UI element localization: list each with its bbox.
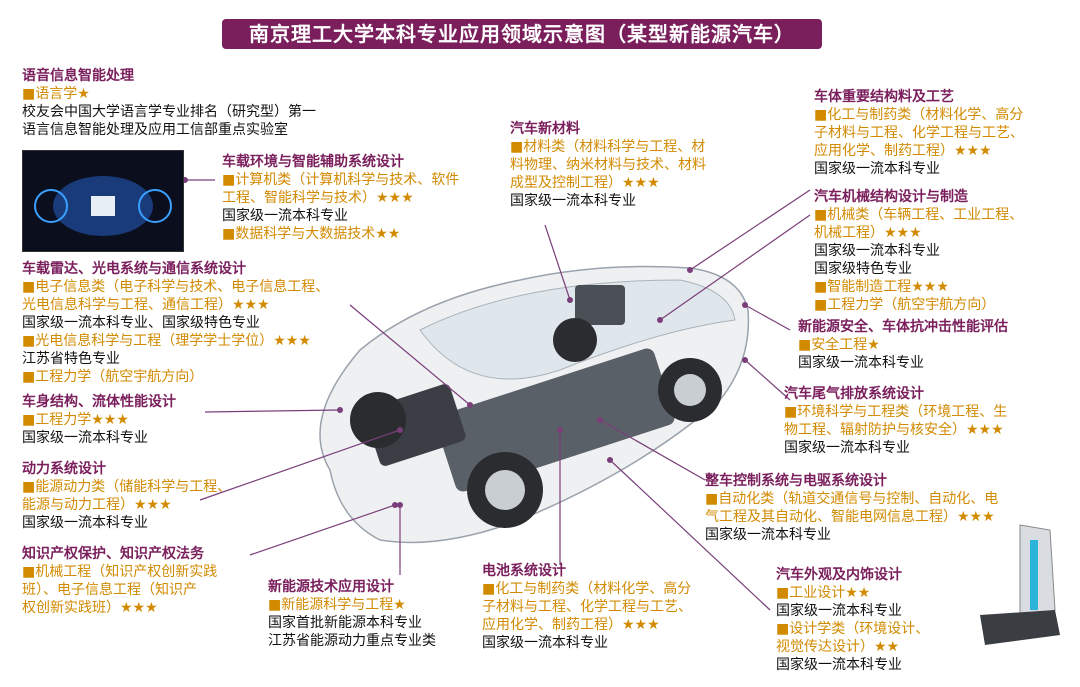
interior-note-1: 国家级一流本科专业 <box>776 603 902 619</box>
interior-major-2: ■设计学类（环境设计、 <box>776 621 930 637</box>
block-mech: 汽车机械结构设计与制造 ■机械类（车辆工程、工业工程、 机械工程）★★★ 国家级… <box>814 188 1064 314</box>
dashboard-image <box>22 150 184 252</box>
power-major-1: ■能源动力类（储能科学与工程、 <box>22 479 232 495</box>
cockpit-heading: 车载环境与智能辅助系统设计 <box>222 154 404 170</box>
interior-major-3: 视觉传达设计）★★ <box>776 639 900 655</box>
mech-note-1: 国家级一流本科专业 <box>814 243 940 259</box>
block-struct-mat: 车体重要结构料及工艺 ■化工与制药类（材料化学、高分 子材料与工程、化学工程与工… <box>814 88 1064 178</box>
nev-heading: 新能源技术应用设计 <box>268 579 394 595</box>
mech-major-3: ■智能制造工程★★★ <box>814 279 949 295</box>
safety-major: ■安全工程★ <box>798 337 880 353</box>
materials-heading: 汽车新材料 <box>510 121 580 137</box>
block-ip: 知识产权保护、知识产权法务 ■机械工程（知识产权创新实践 班）、电子信息工程（知… <box>22 545 262 617</box>
safety-note: 国家级一流本科专业 <box>798 355 924 371</box>
block-materials: 汽车新材料 ■材料类（材料科学与工程、材 料物理、纳米材料与技术、材料 成型及控… <box>510 120 750 210</box>
control-major-2: 气工程及其自动化、智能电网信息工程）★★★ <box>705 509 995 525</box>
interior-note-2: 国家级一流本科专业 <box>776 657 902 673</box>
radar-note-1: 国家级一流本科专业、国家级特色专业 <box>22 315 260 331</box>
exhaust-heading: 汽车尾气排放系统设计 <box>784 386 924 402</box>
ip-major-1: ■机械工程（知识产权创新实践 <box>22 564 218 580</box>
speech-heading: 语音信息智能处理 <box>22 68 134 84</box>
block-body-flow: 车身结构、流体性能设计 ■工程力学★★★ 国家级一流本科专业 <box>22 393 242 447</box>
cockpit-note: 国家级一流本科专业 <box>222 208 348 224</box>
power-major-2: 能源与动力工程）★★★ <box>22 497 172 513</box>
nev-major: ■新能源科学与工程★ <box>268 597 406 613</box>
battery-heading: 电池系统设计 <box>482 563 566 579</box>
speech-major: ■语言学★ <box>22 86 90 102</box>
materials-major-3: 成型及控制工程）★★★ <box>510 175 660 191</box>
materials-major-1: ■材料类（材料科学与工程、材 <box>510 139 706 155</box>
interior-major-1: ■工业设计★★ <box>776 585 871 601</box>
car-illustration <box>319 265 750 544</box>
body-flow-major: ■工程力学★★★ <box>22 412 129 428</box>
block-safety: 新能源安全、车体抗冲击性能评估 ■安全工程★ 国家级一流本科专业 <box>798 318 1068 372</box>
battery-note: 国家级一流本科专业 <box>482 635 608 651</box>
block-radar: 车载雷达、光电系统与通信系统设计 ■电子信息类（电子科学与技术、电子信息工程、 … <box>22 260 382 386</box>
cockpit-major-3: ■数据科学与大数据技术★★ <box>222 226 401 242</box>
power-heading: 动力系统设计 <box>22 461 106 477</box>
struct-mat-major-1: ■化工与制药类（材料化学、高分 <box>814 107 1024 123</box>
speech-note-2: 语言信息智能处理及应用工信部重点实验室 <box>22 122 288 138</box>
exhaust-note: 国家级一流本科专业 <box>784 440 910 456</box>
power-note: 国家级一流本科专业 <box>22 515 148 531</box>
nev-note-2: 江苏省能源动力重点专业类 <box>268 633 436 649</box>
battery-major-2: 子材料与工程、化学工程与工艺、 <box>482 599 692 615</box>
control-major-1: ■自动化类（轨道交通信号与控制、自动化、电 <box>705 491 999 507</box>
block-interior: 汽车外观及内饰设计 ■工业设计★★ 国家级一流本科专业 ■设计学类（环境设计、 … <box>776 566 956 674</box>
safety-heading: 新能源安全、车体抗冲击性能评估 <box>798 319 1008 335</box>
ip-major-3: 权创新实践班）★★★ <box>22 600 158 616</box>
exhaust-major-2: 物工程、辐射防护与核安全）★★★ <box>784 422 1004 438</box>
block-nev: 新能源技术应用设计 ■新能源科学与工程★ 国家首批新能源本科专业 江苏省能源动力… <box>268 578 488 650</box>
struct-mat-heading: 车体重要结构料及工艺 <box>814 89 954 105</box>
battery-major-3: 应用化学、制药工程）★★★ <box>482 617 660 633</box>
struct-mat-note: 国家级一流本科专业 <box>814 161 940 177</box>
exhaust-major-1: ■环境科学与工程类（环境工程、生 <box>784 404 1008 420</box>
mech-major-2: 机械工程）★★★ <box>814 225 922 241</box>
radar-note-2: 江苏省特色专业 <box>22 351 120 367</box>
body-flow-heading: 车身结构、流体性能设计 <box>22 394 176 410</box>
radar-major-4: ■工程力学（航空宇航方向） <box>22 369 204 385</box>
materials-note: 国家级一流本科专业 <box>510 193 636 209</box>
mech-major-1: ■机械类（车辆工程、工业工程、 <box>814 207 1024 223</box>
ip-heading: 知识产权保护、知识产权法务 <box>22 546 204 562</box>
body-flow-note: 国家级一流本科专业 <box>22 430 148 446</box>
mech-major-4: ■工程力学（航空宇航方向） <box>814 297 996 313</box>
radar-major-1: ■电子信息类（电子科学与技术、电子信息工程、 <box>22 279 330 295</box>
cockpit-major-1: ■计算机类（计算机科学与技术、软件 <box>222 172 460 188</box>
control-note: 国家级一流本科专业 <box>705 527 831 543</box>
cockpit-major-2: 工程、智能科学与技术）★★★ <box>222 190 414 206</box>
control-heading: 整车控制系统与电驱系统设计 <box>705 473 887 489</box>
radar-major-3: ■光电信息科学与工程（理学学士学位）★★★ <box>22 333 311 349</box>
block-speech: 语音信息智能处理 ■语言学★ 校友会中国大学语言学专业排名（研究型）第一 语言信… <box>22 67 382 139</box>
interior-heading: 汽车外观及内饰设计 <box>776 567 902 583</box>
speech-note-1: 校友会中国大学语言学专业排名（研究型）第一 <box>22 104 316 120</box>
seat-image <box>960 520 1070 650</box>
block-control: 整车控制系统与电驱系统设计 ■自动化类（轨道交通信号与控制、自动化、电 气工程及… <box>705 472 1065 544</box>
radar-major-2: 光电信息科学与工程、通信工程）★★★ <box>22 297 270 313</box>
battery-major-1: ■化工与制药类（材料化学、高分 <box>482 581 692 597</box>
radar-heading: 车载雷达、光电系统与通信系统设计 <box>22 261 246 277</box>
struct-mat-major-2: 子材料与工程、化学工程与工艺、 <box>814 125 1024 141</box>
nev-note-1: 国家首批新能源本科专业 <box>268 615 422 631</box>
materials-major-2: 料物理、纳米材料与技术、材料 <box>510 157 706 173</box>
block-power: 动力系统设计 ■能源动力类（储能科学与工程、 能源与动力工程）★★★ 国家级一流… <box>22 460 262 532</box>
ip-major-2: 班）、电子信息工程（知识产 <box>22 582 197 598</box>
mech-heading: 汽车机械结构设计与制造 <box>814 189 968 205</box>
page-title: 南京理工大学本科专业应用领域示意图（某型新能源汽车） <box>222 19 822 49</box>
mech-note-2: 国家级特色专业 <box>814 261 912 277</box>
block-battery: 电池系统设计 ■化工与制药类（材料化学、高分 子材料与工程、化学工程与工艺、 应… <box>482 562 732 652</box>
block-exhaust: 汽车尾气排放系统设计 ■环境科学与工程类（环境工程、生 物工程、辐射防护与核安全… <box>784 385 1074 457</box>
struct-mat-major-3: 应用化学、制药工程）★★★ <box>814 143 992 159</box>
block-cockpit: 车载环境与智能辅助系统设计 ■计算机类（计算机科学与技术、软件 工程、智能科学与… <box>222 153 512 243</box>
